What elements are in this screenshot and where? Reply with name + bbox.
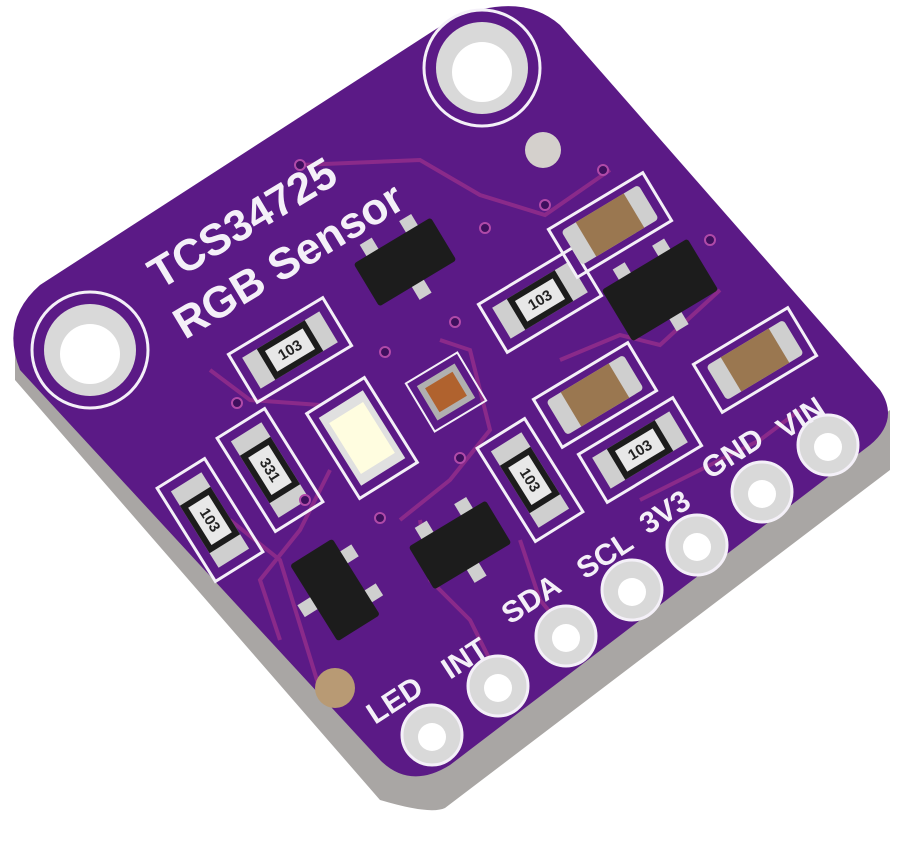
fiducial-pad	[525, 132, 561, 168]
traces	[208, 157, 802, 691]
fiducial-pad	[315, 668, 355, 708]
capacitor	[546, 170, 674, 280]
white-led	[304, 375, 420, 501]
regulator-chip	[602, 238, 718, 341]
resistor: 331	[215, 406, 325, 534]
resistor: 103	[155, 456, 265, 584]
resistor: 103	[475, 416, 585, 544]
board-edge	[15, 345, 890, 811]
resistor: 103	[576, 395, 704, 505]
resistor: 103	[476, 245, 604, 355]
rgb-sensor-chip	[404, 351, 488, 433]
mounting-hole-left	[30, 290, 150, 410]
mounting-hole-top	[422, 8, 542, 128]
capacitor	[531, 340, 659, 450]
resistor: 103	[226, 295, 354, 405]
transistor-chip	[291, 539, 384, 641]
transistor-chip	[354, 213, 456, 306]
capacitor	[691, 305, 819, 415]
pin-header	[400, 413, 860, 767]
transistor-chip	[409, 496, 511, 589]
vias	[231, 159, 716, 524]
